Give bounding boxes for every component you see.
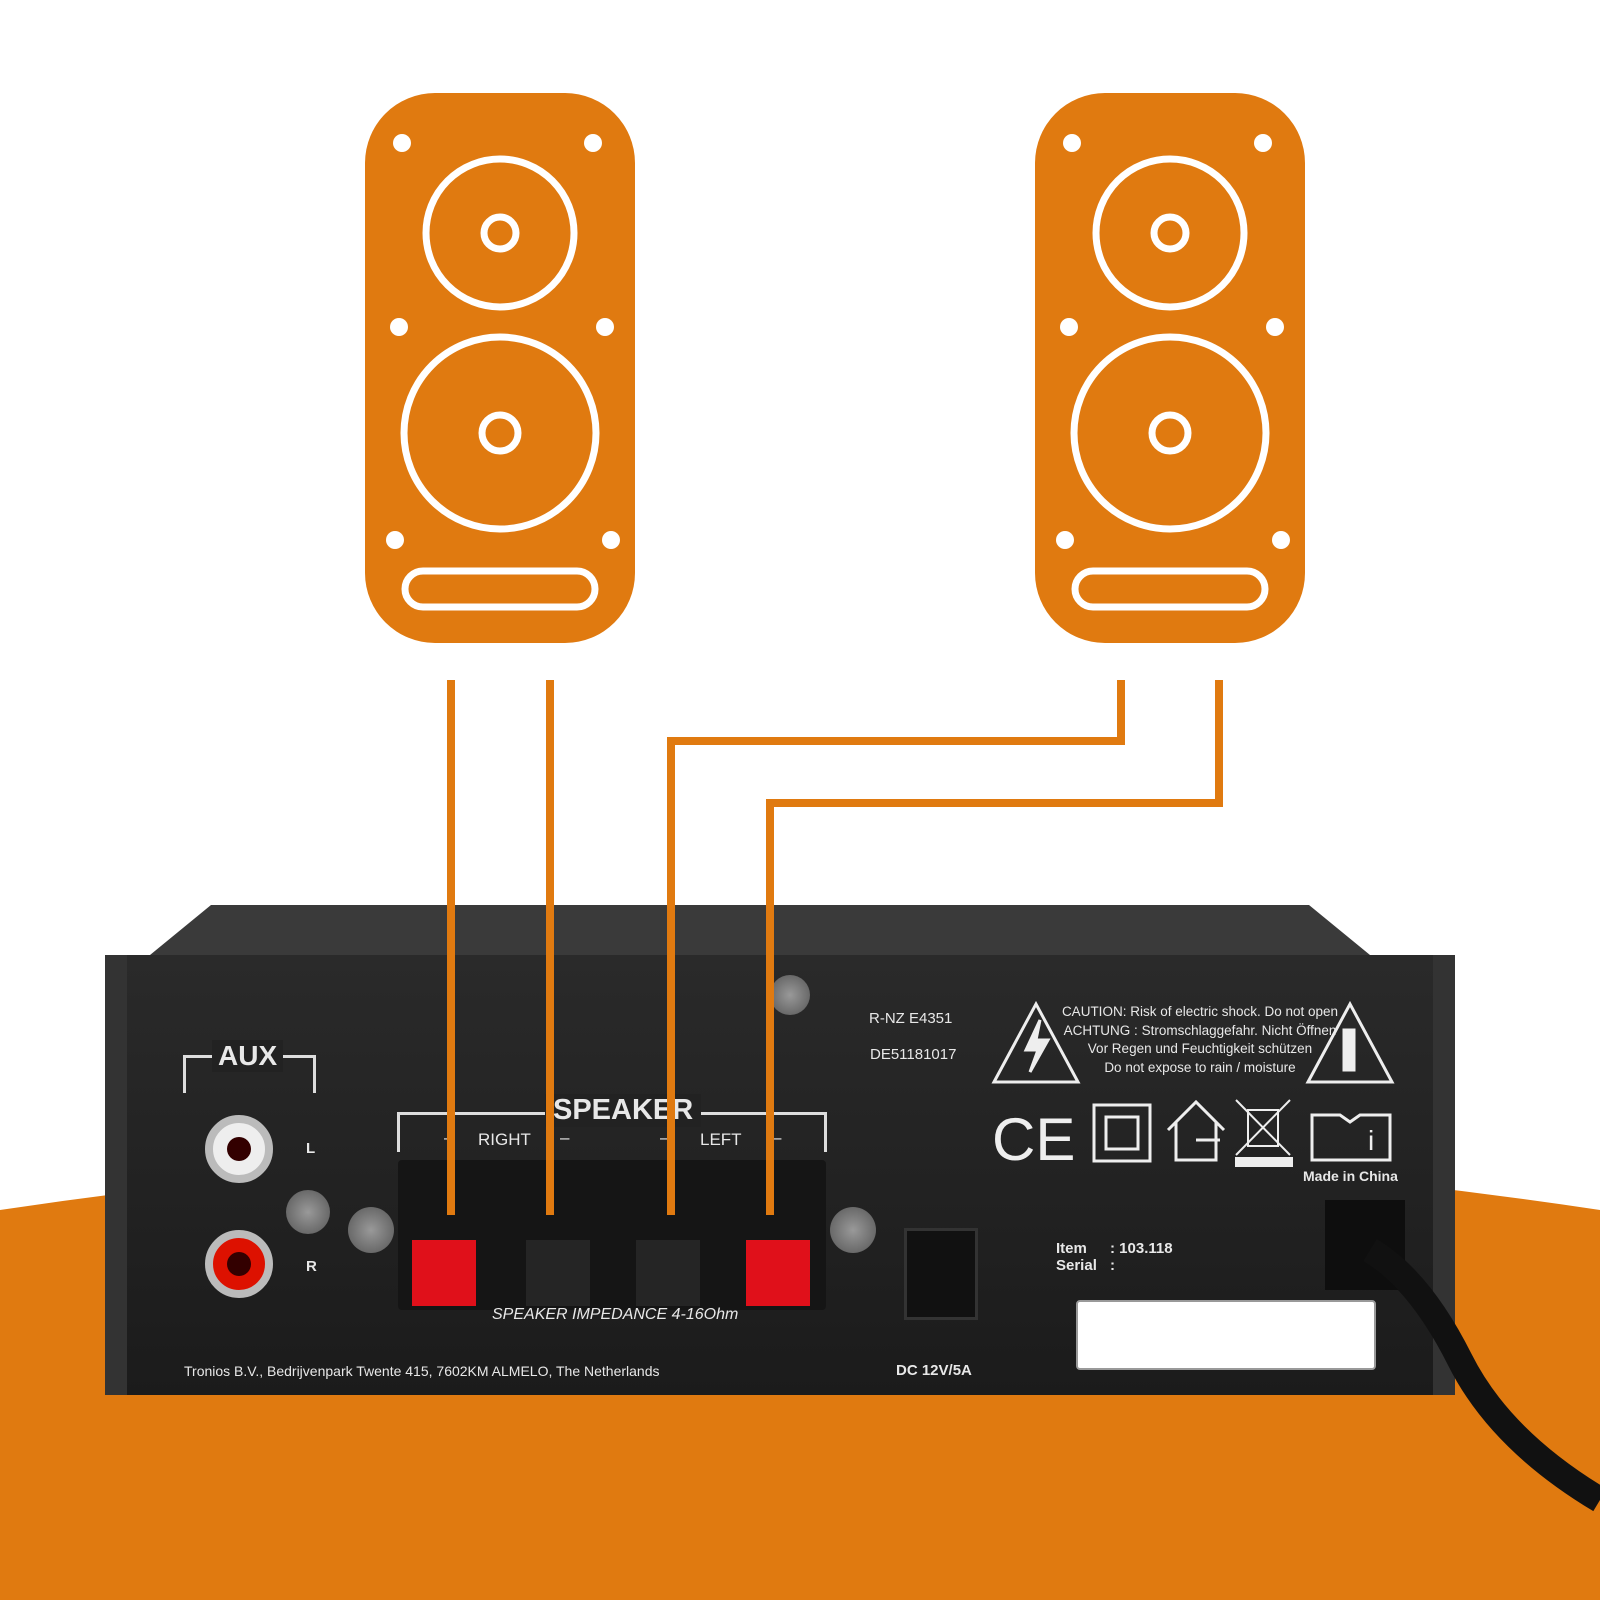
de-label: DE51181017: [870, 1046, 957, 1063]
polarity-mark: –: [772, 1128, 782, 1147]
dc-label: DC 12V/5A: [896, 1362, 972, 1379]
terminal-right-positive[interactable]: [412, 1240, 476, 1306]
item-label: Item: [1056, 1240, 1087, 1257]
read-manual-icon: i: [1310, 1113, 1392, 1162]
terminal-right-negative[interactable]: [526, 1240, 590, 1306]
screw-icon: [286, 1190, 330, 1234]
amplifier-top: [150, 905, 1370, 955]
electric-shock-warning-icon: [991, 1000, 1081, 1084]
screw-icon: [830, 1207, 876, 1253]
wire-left-positive: [766, 680, 1223, 1215]
serial-sticker: [1076, 1300, 1376, 1370]
rnz-label: R-NZ E4351: [869, 1010, 953, 1027]
terminal-left-positive[interactable]: [746, 1240, 810, 1306]
svg-text:i: i: [1368, 1125, 1374, 1156]
terminal-left-negative[interactable]: [636, 1240, 700, 1306]
aux-l-jack[interactable]: [205, 1115, 273, 1183]
polarity-mark: –: [660, 1128, 670, 1147]
speaker-left-icon: [1035, 93, 1305, 643]
warning-symbols: CE i: [991, 1000, 1395, 1170]
screw-icon: [770, 975, 810, 1015]
indoor-use-icon: [1166, 1099, 1226, 1162]
aux-l-label: L: [306, 1140, 316, 1157]
wire-left-negative: [667, 680, 1125, 1215]
right-label: RIGHT: [478, 1130, 531, 1149]
speaker-icons: [365, 93, 1305, 643]
ce-mark-icon: CE: [992, 1106, 1075, 1170]
serial-label: Serial: [1056, 1257, 1097, 1274]
weee-bin-icon: [1235, 1099, 1293, 1167]
aux-label: AUX: [212, 1040, 284, 1072]
class-ii-icon: [1092, 1103, 1152, 1163]
left-label: LEFT: [700, 1130, 742, 1149]
polarity-mark: –: [560, 1128, 570, 1147]
impedance-label: SPEAKER IMPEDANCE 4-16Ohm: [492, 1306, 739, 1323]
dc-power-jack[interactable]: [904, 1228, 978, 1320]
aux-r-label: R: [306, 1258, 317, 1275]
made-in-label: Made in China: [1303, 1168, 1398, 1184]
address-label: Tronios B.V., Bedrijvenpark Twente 415, …: [184, 1363, 660, 1379]
aux-r-jack[interactable]: [205, 1230, 273, 1298]
screw-icon: [348, 1207, 394, 1253]
item-value: : 103.118: [1110, 1240, 1173, 1257]
serial-value: :: [1110, 1257, 1115, 1274]
exclamation-warning-icon: [1305, 1000, 1395, 1084]
caution-text: CAUTION: Risk of electric shock. Do not …: [1061, 1004, 1339, 1075]
speaker-right-icon: [365, 93, 635, 643]
